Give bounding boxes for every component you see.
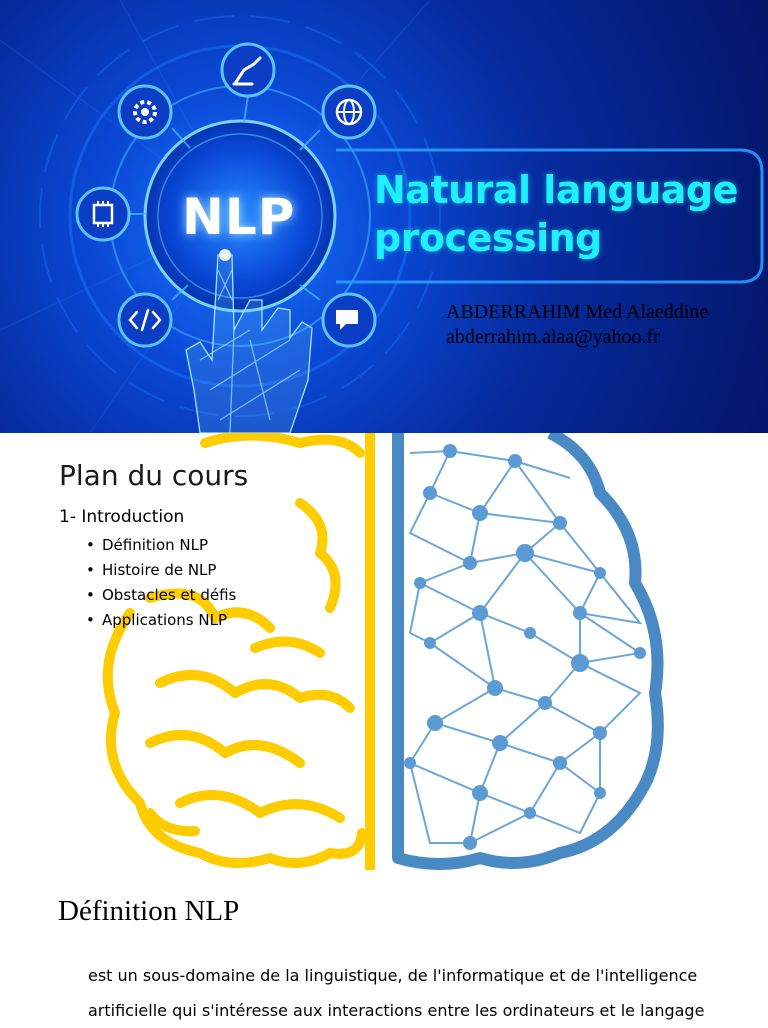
hero-title-line1: Natural language	[374, 168, 738, 212]
nlp-badge: NLP	[182, 188, 296, 246]
brain-illustration	[102, 433, 664, 870]
definition-title: Définition NLP	[58, 895, 240, 927]
hero-banner: NLP Natural language processing ABDERRAH…	[0, 0, 768, 433]
robot-arm-icon	[220, 42, 276, 98]
code-icon	[117, 292, 173, 348]
definition-line: artificielle qui s'intéresse aux interac…	[88, 1001, 705, 1020]
hero-title: Natural language processing	[374, 166, 754, 262]
bullet-icon: •	[86, 561, 95, 579]
hand-icon	[185, 249, 313, 433]
definition-slide: Définition NLP est un sous-domaine de la…	[0, 870, 768, 1024]
gear-icon	[117, 84, 173, 140]
plan-slide: Plan du cours 1- Introduction • Définitio…	[0, 433, 768, 870]
list-item: • Histoire de NLP	[86, 558, 236, 583]
chip-icon	[75, 186, 131, 242]
hero-graphics	[0, 0, 764, 433]
list-item: • Définition NLP	[86, 533, 236, 558]
plan-list: • Définition NLP • Histoire de NLP • Obstac…	[86, 533, 236, 633]
list-item: • Obstacles et défis	[86, 583, 236, 608]
hero-title-line2: processing	[374, 216, 602, 260]
plan-title: Plan du cours	[59, 459, 249, 492]
bullet-icon: •	[86, 536, 95, 554]
chat-icon	[321, 292, 377, 348]
list-item-label: Obstacles et défis	[102, 586, 237, 604]
list-item-label: Histoire de NLP	[102, 561, 217, 579]
author-email[interactable]: abderrahim.alaa@yahoo.fr	[446, 326, 660, 348]
globe-icon	[321, 84, 377, 140]
hero-icons	[75, 42, 377, 433]
bullet-icon: •	[86, 611, 95, 629]
plan-section-introduction: 1- Introduction	[59, 507, 185, 527]
definition-text: est un sous-domaine de la linguistique, …	[88, 958, 728, 1028]
list-item-label: Définition NLP	[102, 536, 209, 554]
right-brain-icon	[392, 433, 664, 870]
left-brain-icon	[102, 433, 375, 870]
author-block: ABDERRAHIM Med Alaeddine abderrahim.alaa…	[446, 300, 708, 350]
list-item: • Applications NLP	[86, 608, 236, 633]
list-item-label: Applications NLP	[102, 611, 228, 629]
bullet-icon: •	[86, 586, 95, 604]
author-name: ABDERRAHIM Med Alaeddine	[446, 301, 709, 323]
definition-line: est un sous-domaine de la linguistique, …	[88, 966, 698, 985]
